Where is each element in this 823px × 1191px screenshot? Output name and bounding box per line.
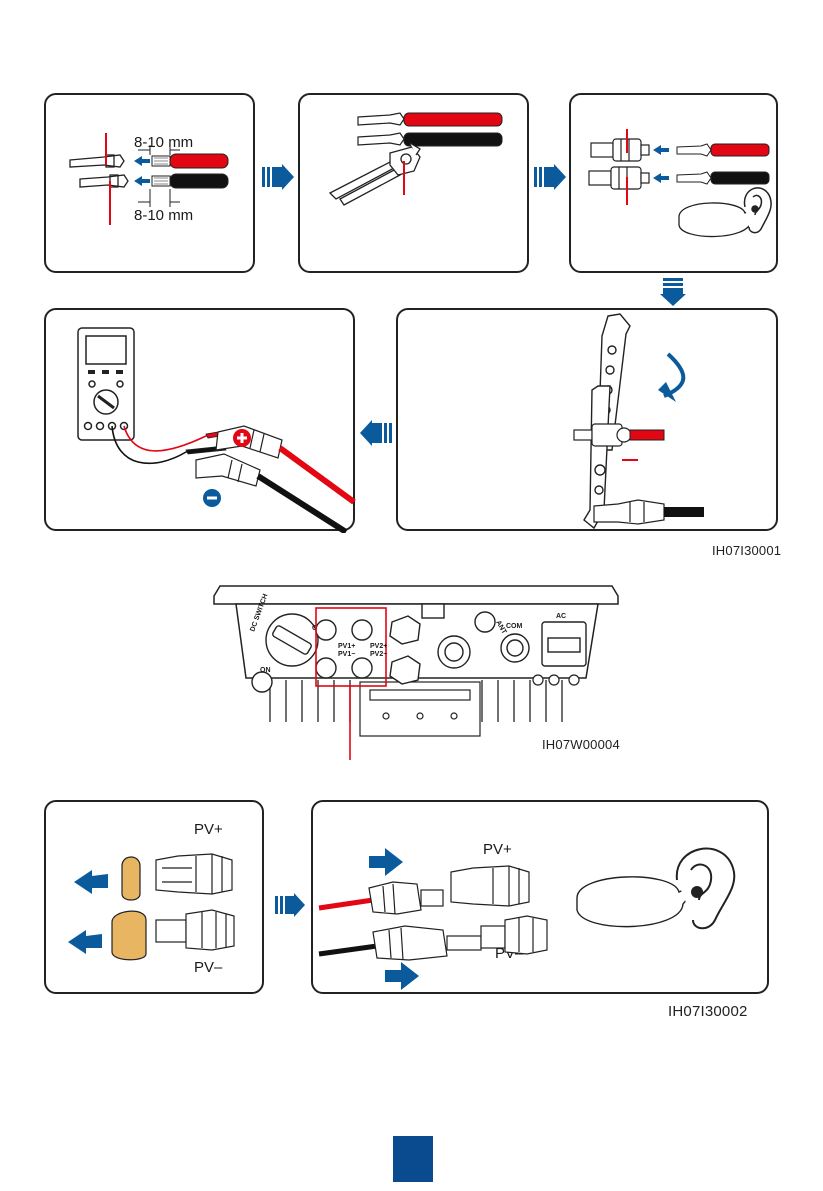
insert-arrows	[653, 145, 669, 183]
insert-contact-illustration	[571, 95, 780, 275]
pv2-plus-label: PV2+	[370, 643, 387, 650]
next-step-arrow-icon	[360, 420, 392, 446]
vent-valve	[252, 672, 272, 692]
red-cable	[319, 900, 373, 908]
connector-housings	[589, 139, 649, 189]
mounting-bracket	[360, 682, 480, 736]
panel-strip-cable: 8-10 mm 8-10 mm	[44, 93, 255, 273]
pv1-minus-label: PV1−	[338, 651, 355, 658]
strip-cable-illustration: 8-10 mm 8-10 mm	[46, 95, 257, 275]
next-step-arrow-icon	[534, 164, 566, 190]
right-pv-plus-label: PV+	[483, 841, 512, 858]
left-pv-plus-label: PV+	[194, 821, 223, 838]
dimension-label-bottom: 8-10 mm	[134, 207, 193, 224]
ac-label: AC	[556, 613, 566, 620]
left-pv-minus-label: PV–	[194, 959, 223, 976]
dc-switch	[266, 614, 318, 666]
insert-arrows	[134, 156, 150, 186]
ear-icon	[677, 849, 735, 929]
black-cable	[319, 946, 377, 954]
page-number-badge	[393, 1136, 433, 1182]
crimped-cables	[677, 144, 769, 184]
multimeter	[78, 328, 134, 440]
inverter-bottom-view: DC SWITCH OFF ON PV1+ PV1− PV2+ PV2− ANT…	[210, 582, 622, 760]
pv1-plus-label: PV1+	[338, 643, 355, 650]
plus-icon	[233, 429, 251, 447]
panel-connect-pv-connectors: PV+ PV–	[311, 800, 769, 994]
black-cable	[664, 507, 704, 517]
connect-pv-illustration: PV+ PV–	[313, 802, 771, 996]
minus-icon	[203, 489, 221, 507]
panel-insert-contacts	[569, 93, 778, 273]
panel-tighten-nut	[396, 308, 778, 531]
ac-terminal	[542, 622, 586, 666]
figure-code-middle: IH07W00004	[542, 737, 620, 752]
pv-connector	[574, 424, 631, 446]
pull-out-arrows	[68, 870, 108, 954]
panel-crimp-contacts	[298, 93, 529, 273]
next-step-arrow-icon	[660, 278, 686, 306]
pv-plus-connector	[156, 854, 232, 894]
remove-caps-illustration: PV+ PV–	[46, 802, 266, 996]
pv2-minus-label: PV2−	[370, 651, 387, 658]
pv-minus-connector	[156, 910, 234, 950]
red-cable	[630, 430, 664, 440]
wrench-illustration	[398, 310, 780, 533]
figure-code-top: IH07I30001	[712, 543, 781, 558]
crimped-cables	[358, 113, 502, 146]
panel-remove-caps: PV+ PV–	[44, 800, 264, 994]
panel-measure-voltage	[44, 308, 355, 531]
crimping-tool	[330, 143, 420, 205]
antenna-port	[475, 612, 495, 632]
wrench-tools	[584, 314, 630, 528]
com-port	[501, 634, 529, 662]
next-step-arrow-icon	[262, 164, 294, 190]
multimeter-illustration	[46, 310, 357, 533]
stripped-cables	[152, 154, 228, 188]
crimp-illustration	[300, 95, 531, 275]
metal-contact-pins	[70, 155, 128, 187]
dimension-label-top: 8-10 mm	[134, 134, 193, 151]
sealing-caps	[112, 857, 146, 960]
ground-screws	[533, 675, 579, 685]
next-step-arrow-icon	[275, 893, 305, 917]
com-label: COM	[506, 623, 523, 630]
push-arrows	[369, 848, 419, 990]
figure-code-bottom: IH07I30002	[668, 1003, 748, 1020]
